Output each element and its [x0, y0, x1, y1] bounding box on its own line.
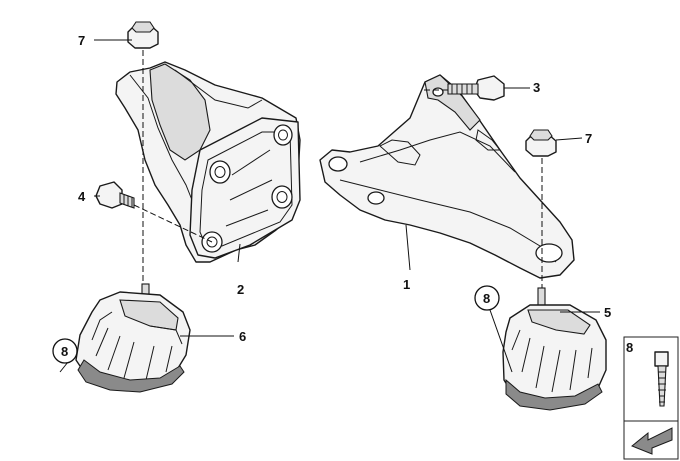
- label-part-3: 3: [533, 80, 540, 95]
- hex-bolt-4: [95, 181, 135, 209]
- label-part-6: 6: [239, 329, 246, 344]
- label-part-8-legend: 8: [626, 340, 633, 355]
- hex-nut-right: [525, 129, 557, 157]
- left-engine-mount: [75, 283, 191, 393]
- label-part-8-right: 8: [483, 291, 490, 306]
- label-part-8-left: 8: [61, 344, 68, 359]
- label-part-7-right: 7: [585, 131, 592, 146]
- label-part-1: 1: [403, 277, 410, 292]
- arrow-icon: [631, 427, 673, 455]
- right-engine-bracket: [319, 74, 575, 279]
- legend-box-8: [623, 336, 679, 422]
- legend-arrow-box: [623, 420, 679, 460]
- label-part-5: 5: [604, 305, 611, 320]
- callout-circle-8-right: [474, 285, 500, 311]
- label-part-7-left: 7: [78, 33, 85, 48]
- hex-bolt-3: [447, 75, 505, 101]
- right-engine-mount: [502, 287, 607, 411]
- assembly-lines: [133, 50, 543, 288]
- leader-lines: [59, 39, 600, 373]
- hex-nut-left: [127, 21, 159, 49]
- left-engine-bracket: [115, 61, 301, 263]
- label-part-2: 2: [237, 282, 244, 297]
- callout-circle-8-left: [52, 338, 78, 364]
- label-part-4: 4: [78, 189, 86, 204]
